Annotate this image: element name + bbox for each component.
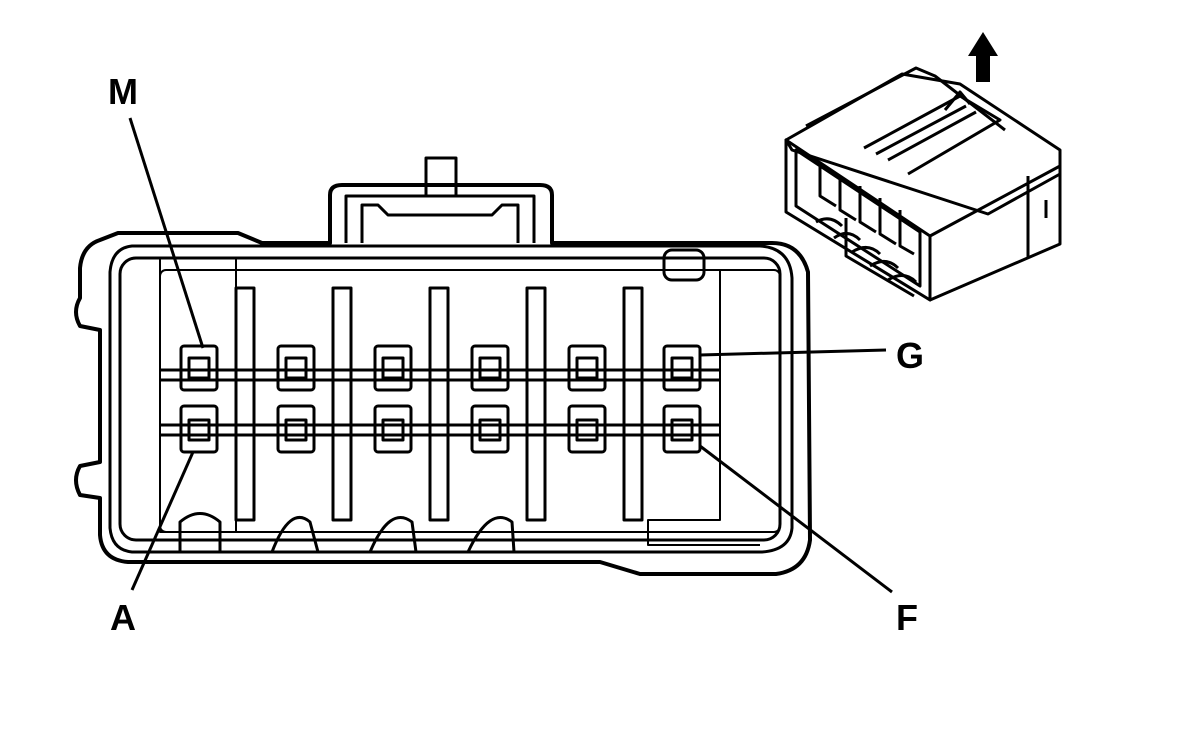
separator-4 — [525, 286, 547, 522]
terminal-e — [567, 404, 607, 454]
terminal-a — [179, 404, 219, 454]
side-guide-left — [159, 257, 237, 533]
connector-isometric-view — [784, 66, 1062, 302]
separator-2 — [331, 286, 353, 522]
up-arrow-icon — [968, 32, 998, 82]
lock-tab — [424, 156, 458, 198]
terminal-h — [567, 344, 607, 392]
leader-g — [699, 348, 887, 357]
leader-m — [128, 117, 205, 349]
housing-inner — [108, 244, 794, 554]
lock-latch-inner — [344, 194, 536, 243]
terminal-d — [470, 404, 510, 454]
terminal-m — [179, 344, 219, 392]
terminal-c — [373, 404, 413, 454]
latch-notch — [662, 248, 706, 282]
pin-label-m: M — [108, 71, 138, 112]
side-guide-right — [647, 270, 760, 546]
terminal-row-lower — [179, 404, 702, 454]
terminal-row-upper — [179, 344, 702, 392]
leader-f — [699, 444, 893, 594]
terminal-k — [373, 344, 413, 392]
cavity-outer — [118, 256, 782, 542]
housing-outer — [74, 183, 812, 576]
leader-lines — [128, 117, 893, 594]
terminal-l — [276, 344, 316, 392]
leader-a — [130, 451, 195, 591]
pin-label-f: F — [896, 597, 918, 638]
pin-label-a: A — [110, 597, 136, 638]
connector-face — [74, 156, 812, 576]
keying-bumps — [178, 512, 516, 553]
separator-5 — [622, 286, 644, 522]
terminal-g — [662, 344, 702, 392]
separator-1 — [234, 286, 256, 522]
terminal-j — [470, 344, 510, 392]
terminal-f — [662, 404, 702, 454]
lock-latch — [360, 203, 520, 243]
terminal-b — [276, 404, 316, 454]
separator-3 — [428, 286, 450, 522]
pin-label-g: G — [896, 335, 924, 376]
